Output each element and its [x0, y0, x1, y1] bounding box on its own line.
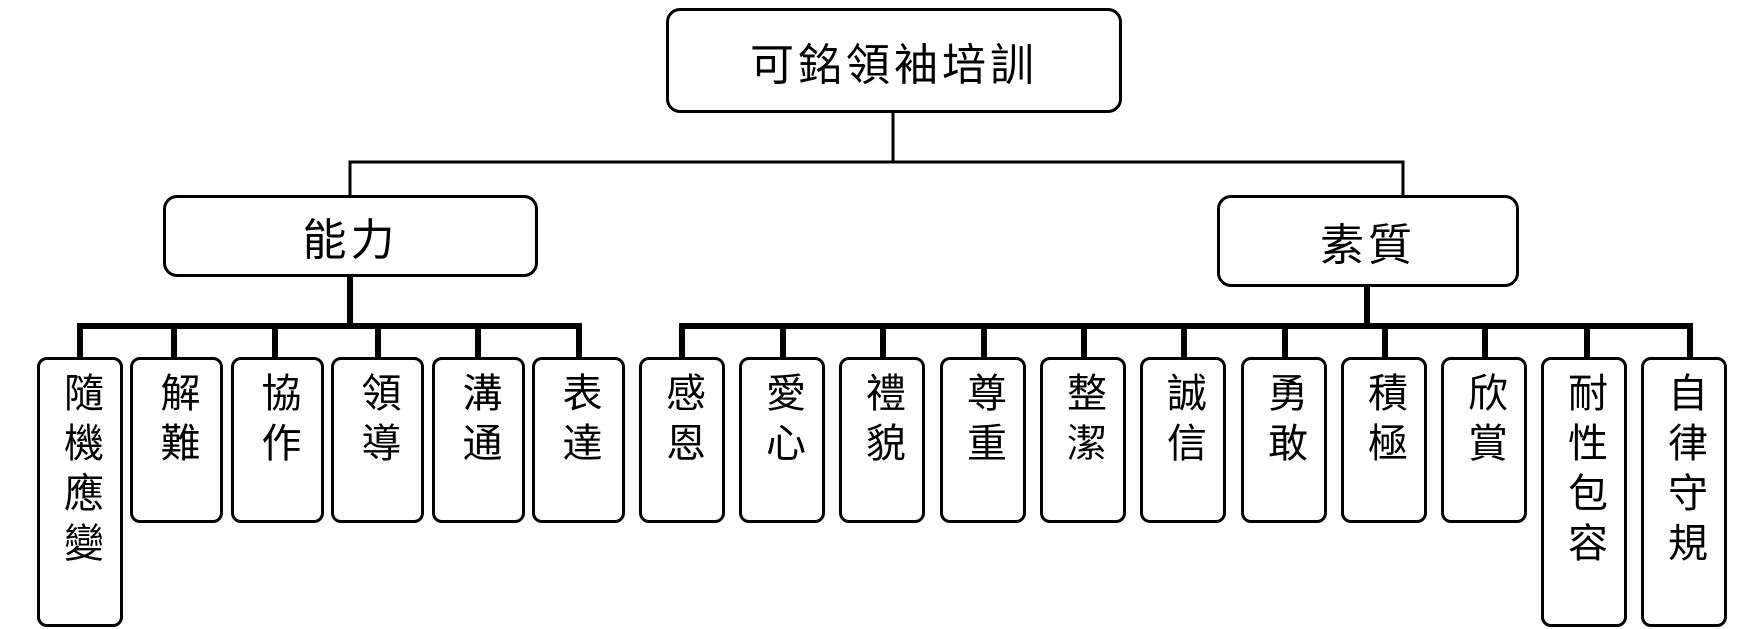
branch-label: 能力: [302, 215, 399, 266]
leaf-node: 欣賞: [1441, 357, 1527, 523]
leaf-node: 整潔: [1040, 357, 1126, 523]
branch-node-ability: 能力: [163, 195, 538, 277]
leaf-node: 勇敢: [1241, 357, 1327, 523]
leaf-label: 溝通: [455, 372, 502, 472]
leaf-node: 愛心: [739, 357, 825, 523]
leaf-node: 自律守規: [1641, 357, 1727, 627]
leaf-label: 尊重: [960, 372, 1006, 472]
root-node: 可銘領袖培訓: [666, 8, 1122, 113]
leaf-label: 感恩: [659, 372, 705, 472]
leaf-node: 領導: [331, 357, 424, 523]
leaf-node: 耐性包容: [1541, 357, 1627, 627]
leaf-label: 愛心: [759, 372, 805, 472]
leaf-label: 誠信: [1160, 372, 1206, 472]
leaf-label: 整潔: [1060, 372, 1106, 472]
leaf-node: 溝通: [432, 357, 525, 523]
leaf-node: 禮貌: [839, 357, 925, 523]
leaf-node: 表達: [532, 357, 625, 523]
leaf-label: 表達: [555, 372, 602, 472]
leaf-node: 協作: [231, 357, 324, 523]
leaf-node: 感恩: [639, 357, 725, 523]
leaf-node: 尊重: [940, 357, 1026, 523]
leaf-node: 積極: [1341, 357, 1427, 523]
leaf-label: 隨機應變: [57, 372, 103, 572]
leaf-label: 勇敢: [1261, 372, 1307, 472]
leaf-label: 自律守規: [1661, 372, 1707, 572]
root-label: 可銘領袖培訓: [750, 39, 1038, 91]
leaf-label: 禮貌: [859, 372, 905, 472]
connector-lines: [77, 111, 1693, 360]
leaf-node: 解難: [130, 357, 223, 523]
leaf-node: 隨機應變: [37, 357, 123, 627]
leaf-node: 誠信: [1140, 357, 1226, 523]
leaf-label: 解難: [153, 372, 200, 472]
leaf-label: 欣賞: [1461, 372, 1507, 472]
leaf-label: 耐性包容: [1561, 372, 1607, 572]
branch-label: 素質: [1320, 220, 1416, 271]
leaf-label: 積極: [1361, 372, 1407, 472]
branch-node-quality: 素質: [1217, 195, 1519, 287]
leaf-label: 協作: [254, 372, 301, 472]
leaf-label: 領導: [354, 372, 401, 472]
